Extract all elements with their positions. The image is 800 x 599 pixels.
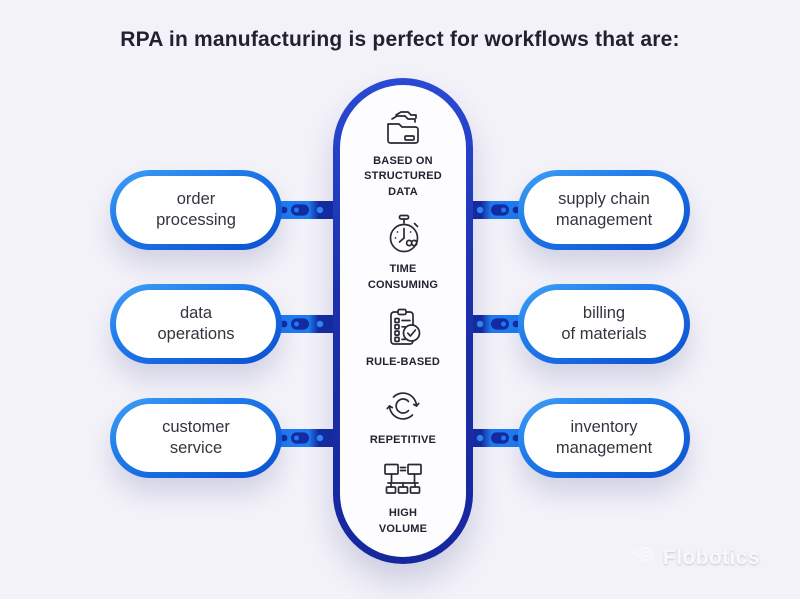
pill-billing-of-materials: billing of materials: [518, 284, 690, 364]
connector-right-1: [464, 198, 526, 222]
connector-left-2: [274, 312, 336, 336]
capsule-item-rule-based: RULE-BASED: [366, 306, 440, 370]
checklist-clipboard-icon: [381, 306, 425, 350]
pill-label: supply chain management: [555, 190, 653, 229]
connector-right-2: [464, 312, 526, 336]
brand-name: Flobotics: [663, 545, 760, 569]
pill-customer-service: customer service: [110, 398, 282, 478]
brand-watermark: Flobotics: [630, 545, 760, 570]
pill-label: order processing: [156, 190, 236, 229]
connector-left-3: [274, 426, 336, 450]
center-capsule: BASED ON STRUCTURED DATA: [333, 78, 473, 564]
page-title: RPA in manufacturing is perfect for work…: [120, 28, 680, 51]
capsule-item-label: REPETITIVE: [369, 433, 437, 446]
connector-left-1: [274, 198, 336, 222]
network-computers-icon: [379, 461, 427, 501]
stacked-folders-icon: [379, 107, 427, 149]
pill-label: inventory management: [555, 418, 653, 457]
capsule-item-time-consuming: TIME CONSUMING: [368, 213, 438, 293]
pill-label: data operations: [157, 304, 235, 343]
connector-right-3: [464, 426, 526, 450]
capsule-item-label: TIME CONSUMING: [367, 263, 439, 291]
pill-order-processing: order processing: [110, 170, 282, 250]
circular-arrows-icon: [381, 384, 425, 428]
capsule-item-label: RULE-BASED: [365, 356, 441, 369]
capsule-item-repetitive: REPETITIVE: [370, 384, 436, 448]
capsule-item-label: BASED ON STRUCTURED DATA: [364, 155, 442, 198]
flobotics-logo-icon: [630, 545, 658, 570]
pill-inventory-management: inventory management: [518, 398, 690, 478]
pill-data-operations: data operations: [110, 284, 282, 364]
capsule-item-label: HIGH VOLUME: [378, 507, 428, 535]
pill-supply-chain-management: supply chain management: [518, 170, 690, 250]
pill-label: billing of materials: [561, 304, 647, 343]
stopwatch-icon: [381, 213, 425, 257]
capsule-item-high-volume: HIGH VOLUME: [379, 461, 427, 537]
pill-label: customer service: [162, 418, 230, 457]
capsule-item-based-on-structured-data: BASED ON STRUCTURED DATA: [364, 107, 442, 200]
